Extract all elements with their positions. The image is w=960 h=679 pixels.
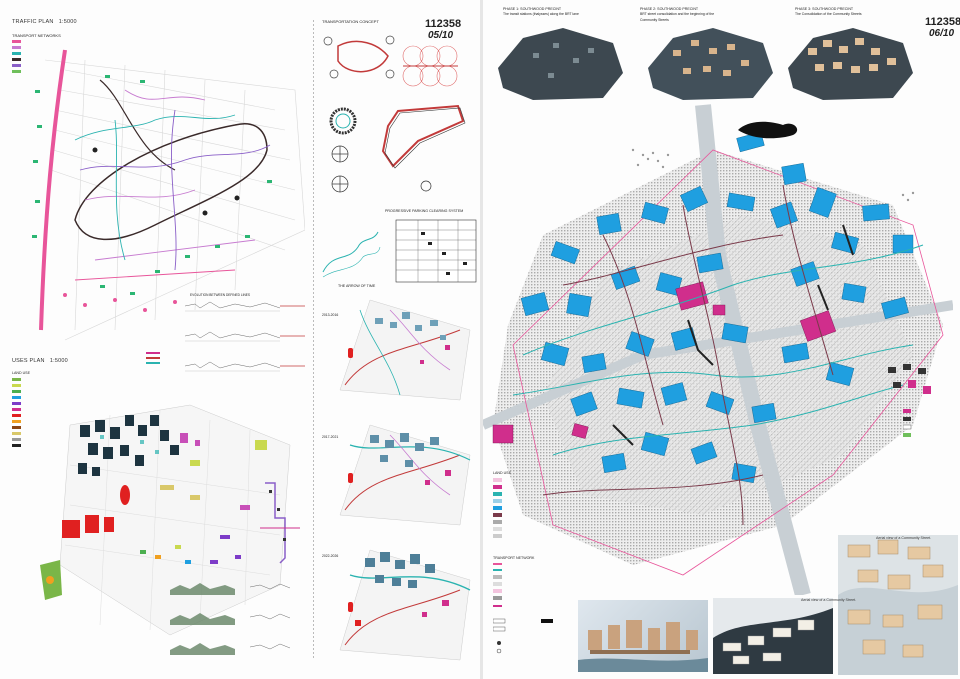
traffic-legend-heading: TRANSPORT NETWORKS xyxy=(12,33,61,38)
arrow-of-time-title: THE ARROW OF TIME xyxy=(338,284,376,288)
small-legend-right xyxy=(903,409,912,437)
sheet-index: 05/10 xyxy=(428,30,454,41)
evolution-legend xyxy=(146,352,160,364)
arrow-of-time-maps xyxy=(339,299,471,661)
evolution-title: EVOLUTION BETWEEN DEFINED LINES xyxy=(190,293,251,297)
transportation-concept-title: TRANSPORTATION CONCEPT xyxy=(322,19,379,24)
small-block-diagram xyxy=(888,364,931,394)
evolution-sections xyxy=(184,301,305,372)
period-3-label: 2022-2026 xyxy=(322,554,339,558)
traffic-plan-title: TRAFFIC PLAN 1:5000 xyxy=(12,19,77,25)
photo-caption-1: Aerial view of a Community Street. xyxy=(876,536,932,540)
phase-3-title: PHASE 3: SOUTHWOOD PRECINT xyxy=(795,7,854,11)
sheet-left: 112358 05/10 TRAFFIC PLAN 1:5000 TRANSPO… xyxy=(12,18,477,661)
phase-1-title: PHASE 1: SOUTHWOOD PRECINT xyxy=(503,7,562,11)
divider-vertical xyxy=(313,20,314,660)
parking-system-title: PROGRESSIVE PARKING CLEARING SYSTEM xyxy=(385,209,464,213)
sheet-number: 112358 xyxy=(425,18,462,30)
right-transport-heading: TRANSPORT NETWORK xyxy=(493,556,535,560)
sheet-index-right: 06/10 xyxy=(929,28,955,39)
photo-caption-2: Aerial view of a Community Street. xyxy=(801,598,857,602)
parking-system-diagram xyxy=(322,219,477,283)
key-map xyxy=(260,482,300,564)
site-plan-map xyxy=(483,104,953,595)
phase-models xyxy=(498,28,913,100)
photo-model-2 xyxy=(713,598,833,674)
phase-1-caption: The transit stations (thalysses) along t… xyxy=(503,12,579,16)
traffic-plan-map xyxy=(32,49,305,341)
right-legend-extra xyxy=(493,618,553,654)
transportation-concept-diagrams xyxy=(323,35,466,193)
period-1-label: 2013-2016 xyxy=(322,313,339,317)
uses-plan-title: USES PLAN 1:5000 xyxy=(12,358,68,364)
phase-3-caption: The Consolidation of the Community Stree… xyxy=(795,12,862,16)
phase-2-caption: BRT street consolidation and the beginni… xyxy=(640,12,715,22)
uses-plan-map xyxy=(40,404,291,636)
period-2-label: 2017-2021 xyxy=(322,435,339,439)
land-use-legend-heading: LAND USE xyxy=(12,371,30,375)
sheet-right: PHASE 1: SOUTHWOOD PRECINT The transit s… xyxy=(483,0,960,679)
sheet-gutter xyxy=(480,0,483,679)
right-land-use-heading: LAND USE xyxy=(493,471,511,475)
photo-model-3 xyxy=(838,535,958,675)
evolution-bottom-sections xyxy=(170,583,291,655)
photo-model-1 xyxy=(578,600,708,672)
sheet-number-right: 112358 xyxy=(925,16,960,28)
phase-2-title: PHASE 2: SOUTHWOOD PRECINT xyxy=(640,7,699,11)
